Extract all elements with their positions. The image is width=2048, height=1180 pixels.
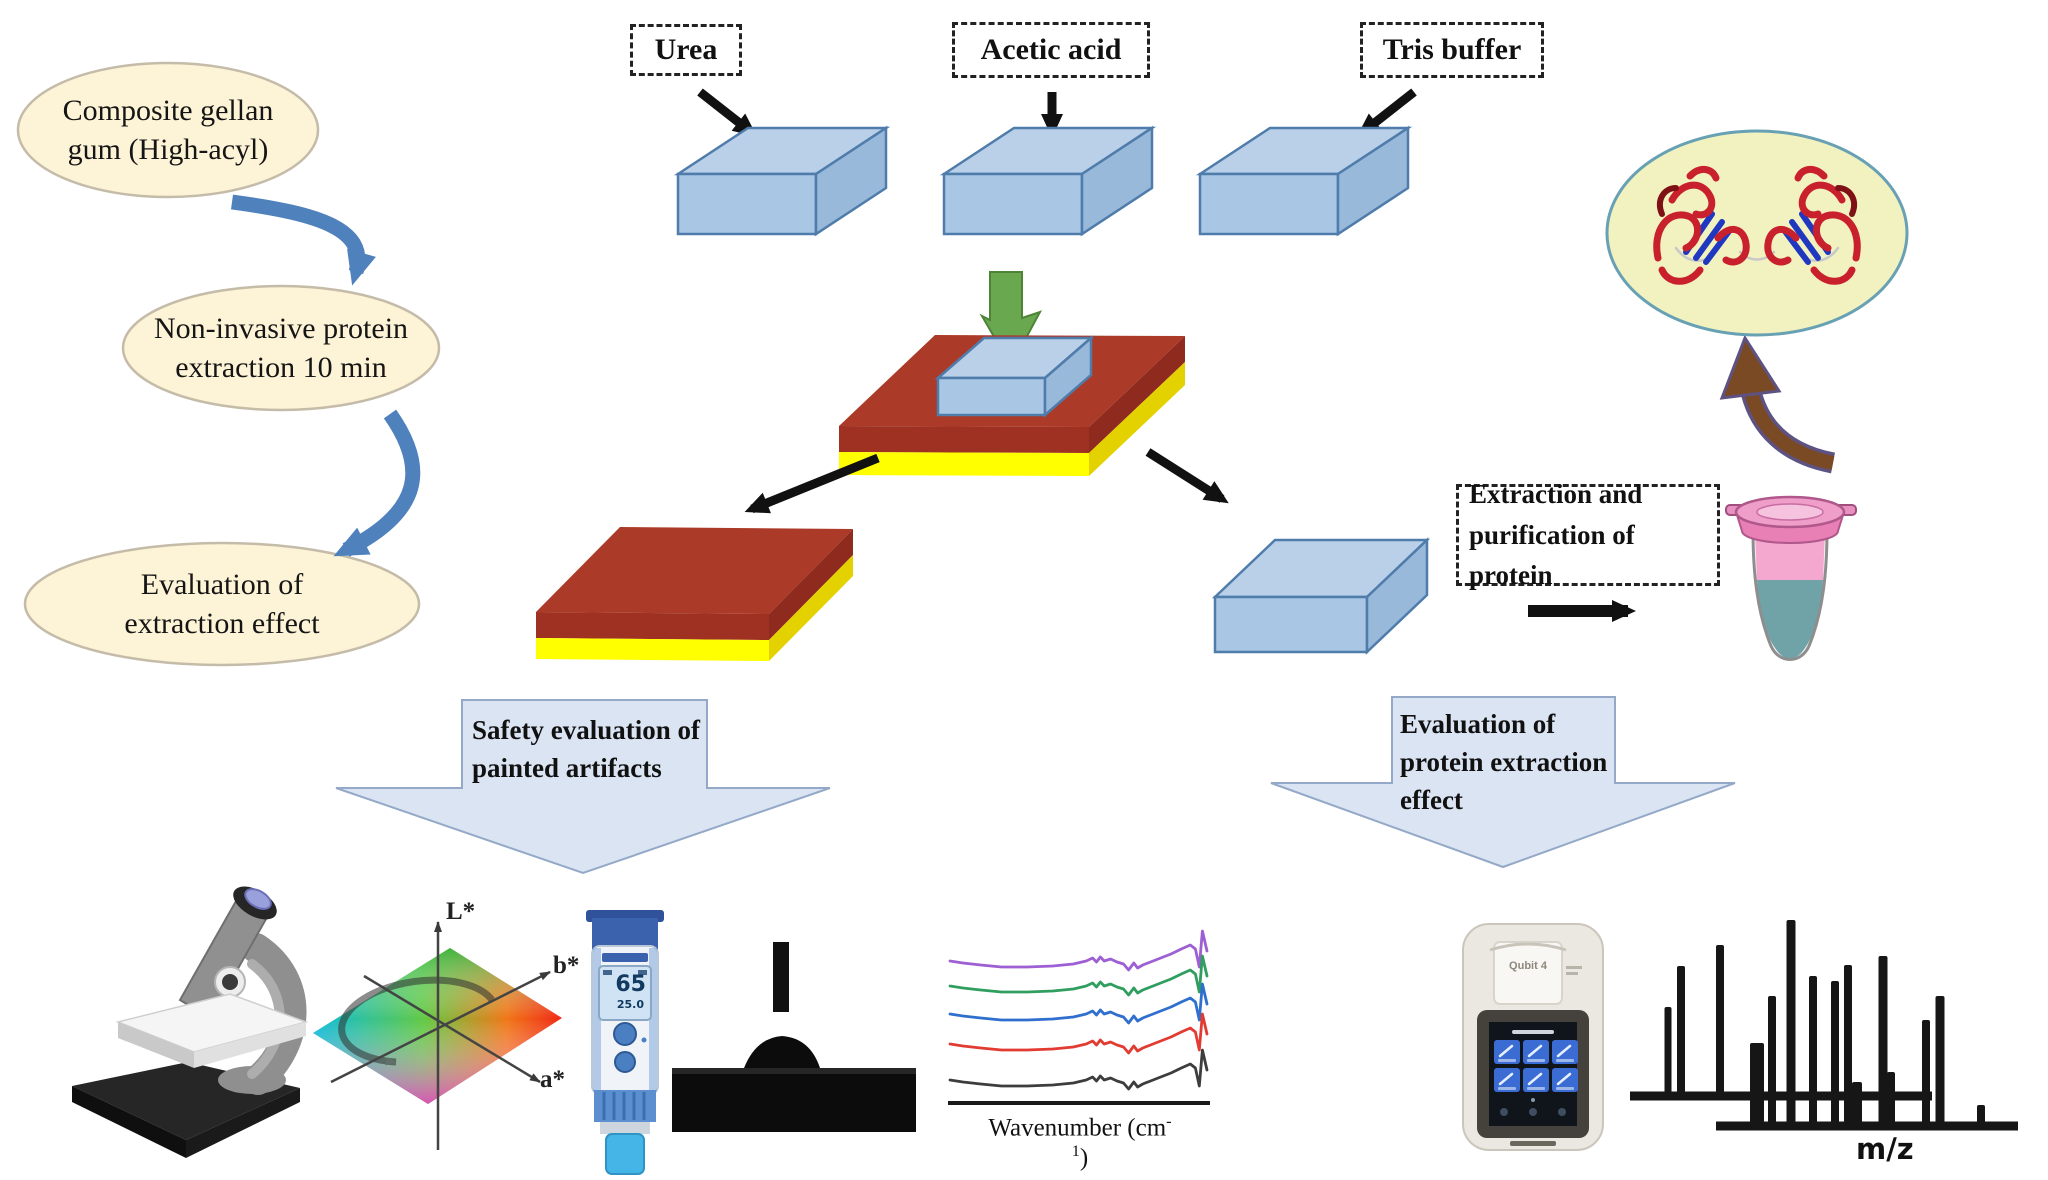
ftir-chart bbox=[948, 929, 1210, 1105]
extracted-protein bbox=[1605, 129, 1909, 337]
mass-spectrum-peak bbox=[1809, 976, 1817, 1130]
mass-spectrum-peak bbox=[1852, 1082, 1862, 1130]
ph-meter-temperature: 25.0 bbox=[616, 998, 644, 1011]
branch-arrow-to-gel bbox=[1145, 448, 1229, 504]
ftir-x-axis-label: Wavenumber (cm-1) bbox=[988, 1112, 1172, 1173]
spectrum-red bbox=[948, 1012, 1209, 1055]
flow-step-2-label: Non-invasive protein extraction 10 min bbox=[153, 312, 409, 384]
mass-spectrum-peak bbox=[1922, 1020, 1930, 1130]
mass-spectrum-peak bbox=[1750, 1043, 1764, 1130]
extraction-purification-label: Extraction and purification of protein bbox=[1469, 479, 1643, 591]
flow-ellipse-1 bbox=[16, 61, 320, 199]
gel-block-urea bbox=[673, 125, 891, 237]
reagent-box-acetic-acid: Acetic acid bbox=[952, 22, 1150, 78]
flow-ellipse-2 bbox=[121, 284, 441, 412]
flow-arrow-1 bbox=[231, 194, 376, 286]
reagent-arrows bbox=[697, 88, 1417, 138]
mass-spectrum-peak bbox=[1716, 945, 1724, 1100]
reagent-urea-label: Urea bbox=[654, 33, 718, 66]
gel-block-removed bbox=[1211, 537, 1431, 655]
painted-artifact-with-gel bbox=[839, 335, 1185, 476]
mass-spectrum-peak bbox=[1664, 1007, 1672, 1100]
contact-angle-image bbox=[672, 942, 916, 1132]
reagent-box-urea: Urea bbox=[630, 24, 742, 76]
painted-artifact-after bbox=[536, 527, 853, 661]
ph-meter-reading: 65 bbox=[615, 972, 646, 997]
reagent-acetic-acid-label: Acetic acid bbox=[980, 33, 1122, 66]
flow-step-shapes bbox=[16, 61, 441, 667]
flow-step-3-label: Evaluation of extraction effect bbox=[124, 568, 320, 640]
cielab-colorspace bbox=[313, 921, 562, 1150]
branch-arrow-to-artifact bbox=[744, 453, 880, 514]
microcentrifuge-tube bbox=[1725, 495, 1857, 661]
spectrum-green bbox=[948, 954, 1209, 997]
hue-rotation-arrow bbox=[338, 976, 495, 1066]
mass-spectrum-peak bbox=[1768, 996, 1776, 1130]
urea-arrow bbox=[697, 88, 758, 137]
mass-spectrum-peak bbox=[1677, 966, 1685, 1100]
flow-step-1-label: Composite gellan gum (High-acyl) bbox=[62, 94, 274, 166]
spectrum-purple bbox=[948, 929, 1209, 972]
mass-spectrum-peak bbox=[1977, 1105, 1985, 1130]
flow-ellipse-3 bbox=[23, 541, 421, 667]
mass-spectrum-peak bbox=[1935, 996, 1945, 1130]
mass-spectrum-chart bbox=[1630, 920, 2018, 1131]
qubit-screen-tiles bbox=[1494, 1040, 1578, 1092]
mass-spectrum-x-label: m/z bbox=[1856, 1132, 1914, 1166]
qubit-model-label: Qubit 4 bbox=[1509, 960, 1547, 972]
tris-buffer-arrow bbox=[1356, 88, 1417, 137]
ph-meter bbox=[586, 910, 664, 1175]
mass-spectrum-peak bbox=[1831, 981, 1839, 1130]
mass-spectrum-peak bbox=[1786, 920, 1796, 1130]
a-axis-label: a* bbox=[540, 1066, 565, 1093]
extraction-purification-box: Extraction and purification of protein bbox=[1456, 479, 1720, 590]
gel-block-acetic-acid bbox=[939, 125, 1157, 237]
ftir-x-label-end: ) bbox=[1079, 1144, 1089, 1172]
ftir-x-label-sup: -1 bbox=[1071, 1112, 1172, 1161]
protein-ribbon-structure bbox=[1653, 166, 1861, 285]
branch-left-label: Safety evaluation of painted artifacts bbox=[472, 715, 700, 783]
flow-curved-arrows bbox=[231, 194, 421, 557]
a-axis bbox=[363, 974, 541, 1084]
b-axis bbox=[330, 970, 551, 1084]
b-axis-label: b* bbox=[553, 952, 580, 979]
return-arrow bbox=[1719, 334, 1836, 474]
spectrum-black bbox=[948, 1048, 1209, 1091]
reagent-tris-buffer-label: Tris buffer bbox=[1382, 33, 1522, 66]
branch-block-arrow-right bbox=[1270, 696, 1736, 869]
optical-microscope bbox=[72, 886, 309, 1158]
reagent-box-tris-buffer: Tris buffer bbox=[1360, 22, 1544, 78]
mass-spectrum-peak bbox=[1887, 1072, 1895, 1130]
branch-right-label: Evaluation of protein extraction effect bbox=[1400, 709, 1608, 815]
qubit-fluorometer bbox=[1462, 923, 1604, 1151]
mass-spectrum-peak bbox=[1844, 965, 1852, 1130]
spectrum-blue bbox=[948, 982, 1209, 1025]
gel-block-tris-buffer bbox=[1195, 125, 1413, 237]
mass-spectrum-peak bbox=[1878, 956, 1888, 1130]
branch-block-arrow-left bbox=[335, 699, 831, 875]
ftir-spectra-lines bbox=[948, 929, 1209, 1091]
flow-arrow-2 bbox=[333, 409, 421, 557]
ftir-x-label-main: Wavenumber (cm bbox=[988, 1114, 1167, 1142]
l-axis-label: L* bbox=[446, 898, 476, 925]
